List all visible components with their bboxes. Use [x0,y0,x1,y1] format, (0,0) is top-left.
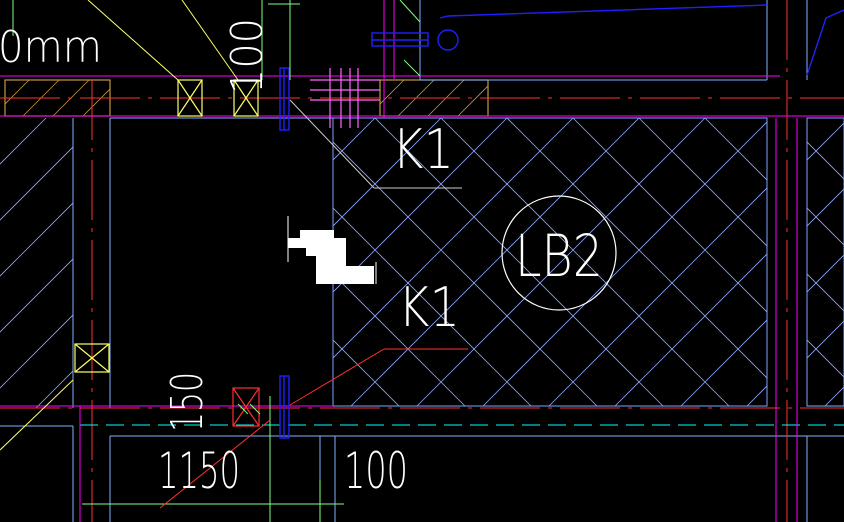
slab-lb2-region[interactable] [0,117,844,407]
hatch-line [440,118,730,406]
hatch-line [374,118,664,406]
hatch-line [457,85,488,116]
slab-crosshatch [333,118,767,406]
hatch-line [638,118,767,247]
dimension-bottom-1: 1150 [158,442,240,500]
hatch-line [807,141,844,180]
hatch-line [807,254,844,293]
magenta-ticks [310,68,380,128]
hatch-line [333,118,442,227]
hatch-line [380,80,405,105]
hatch-line [333,118,508,293]
slab-tag-circle [501,195,617,311]
blue-beam-symbols [279,4,844,439]
hatch-line [333,273,466,406]
hatch-line [333,118,574,359]
dimension-left-vertical: 150 [162,372,213,432]
leader-lines [0,0,468,522]
beam-label-top[interactable]: K1 [392,118,454,181]
hatch-line [548,187,767,406]
hatch-line [680,319,767,406]
hatch-line [704,118,767,181]
hatch-line [807,339,844,378]
hatch-line [416,118,706,406]
dimension-top-vertical: 100 [222,18,273,94]
hatch-line [350,118,640,406]
hatch-line [572,118,767,313]
cursor-grip-marker[interactable] [287,216,377,284]
beam-label-mid[interactable]: K1 [398,276,460,339]
hatch-line [333,141,598,406]
slab-tag-text: LB2 [515,222,603,290]
hatch-line [0,146,73,221]
hatch-line [614,253,767,406]
red-column-marker [232,387,260,427]
hatch-line [506,118,767,379]
slab-tag-lb2[interactable]: LB2 [501,195,617,311]
hatch-line [333,339,400,406]
left-hatch-region [0,118,73,408]
column-markers [74,79,259,373]
hatch-line [0,202,73,277]
hatch-line [333,207,532,406]
dimension-mm-fragment: 0mm [0,22,102,73]
dimension-bottom-2: 100 [344,442,408,500]
hatch-line [482,121,767,406]
hatch-line [0,314,73,389]
hatch-line [0,258,73,333]
